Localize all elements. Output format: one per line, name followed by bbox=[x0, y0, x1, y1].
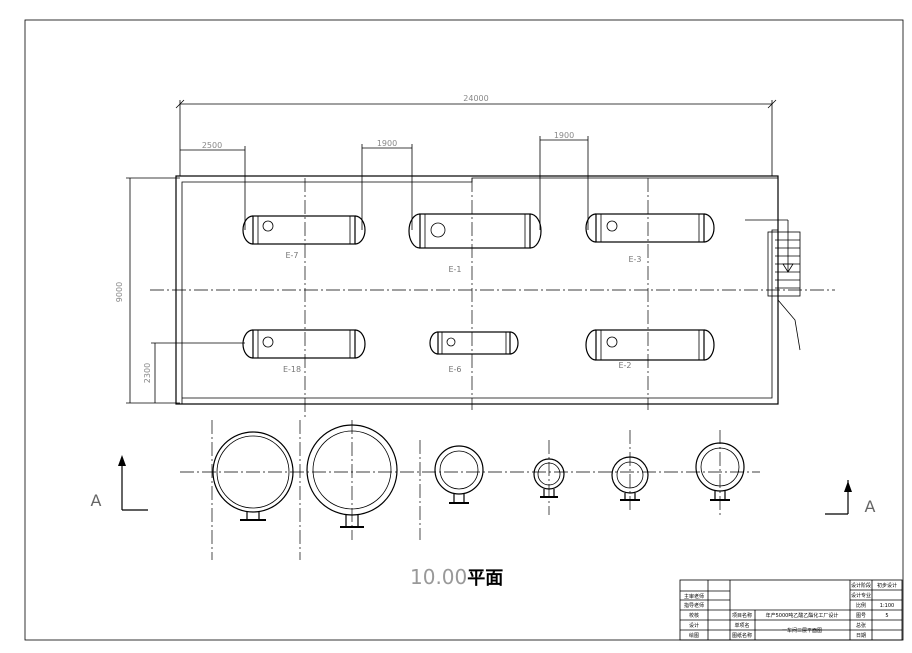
center-lines bbox=[150, 178, 835, 420]
tb-drawing-no-label: 图号 bbox=[856, 613, 866, 619]
label-e3: E-3 bbox=[628, 255, 641, 264]
tb-design-stage: 初步设计 bbox=[877, 582, 897, 589]
stair bbox=[745, 219, 801, 351]
tb-drawing-name-label: 图纸名称 bbox=[732, 632, 752, 639]
exchanger-e1: E-1 bbox=[408, 213, 542, 274]
tb-project-name: 年产5000吨乙酸乙酯化工厂设计 bbox=[766, 612, 839, 619]
section-mark-left: A bbox=[91, 455, 148, 511]
label-e2: E-2 bbox=[618, 361, 631, 370]
label-e18: E-18 bbox=[283, 365, 301, 374]
tb-unit-label: 单项名 bbox=[734, 622, 749, 629]
section-vessel-2 bbox=[306, 420, 398, 540]
plan-title-number: 10.00 bbox=[410, 565, 467, 589]
exchanger-e7: E-7 bbox=[242, 215, 366, 260]
section-vessel-5 bbox=[611, 430, 649, 510]
tb-project-name-label: 项目名称 bbox=[732, 612, 752, 619]
tb-designer: 设计 bbox=[689, 622, 699, 629]
section-mark-right: A bbox=[825, 480, 876, 516]
tb-chief-teacher: 主审老师 bbox=[684, 593, 704, 600]
section-vessel-3 bbox=[419, 440, 484, 540]
plan-title: 10.00平面 bbox=[410, 565, 503, 589]
dim-gap-2: 1900 bbox=[554, 131, 574, 140]
tb-scale: 1:100 bbox=[880, 603, 894, 609]
dim-overall-width: 9000 bbox=[115, 282, 124, 302]
overall-dimension: 24000 bbox=[175, 94, 777, 176]
gap-dimension-2: 1900 bbox=[539, 131, 589, 230]
floor-outline bbox=[175, 175, 779, 410]
tb-design-stage-label: 设计阶段 bbox=[851, 582, 871, 589]
exchanger-e2: E-2 bbox=[585, 329, 715, 370]
section-vessel-4 bbox=[533, 440, 565, 515]
section-letter-right: A bbox=[865, 497, 876, 516]
dim-bottom-offset: 2300 bbox=[143, 363, 152, 383]
tb-design-major-label: 设计专业 bbox=[851, 592, 871, 599]
dim-left-offset: 2500 bbox=[202, 141, 222, 150]
section-vessel-1 bbox=[211, 420, 301, 560]
exchanger-e3: E-3 bbox=[585, 213, 715, 264]
tb-drafter: 绘图 bbox=[689, 632, 699, 639]
left-offset-dimension: 2500 bbox=[180, 141, 246, 230]
dim-gap-1: 1900 bbox=[377, 139, 397, 148]
title-block: 主审老师 指导老师 校核 设计 绘图 项目名称 年产5000吨乙酸乙酯化工厂设计… bbox=[679, 579, 903, 641]
tb-sheet-label: 总张 bbox=[856, 622, 866, 629]
tb-checker: 校核 bbox=[689, 612, 699, 619]
section-vessel-6 bbox=[695, 430, 745, 515]
sheet-border bbox=[24, 19, 904, 641]
tb-date-label: 日期 bbox=[856, 633, 866, 639]
exchanger-e18: E-18 bbox=[242, 329, 366, 374]
tb-drawing-name: 一车间三层平面图 bbox=[782, 627, 822, 634]
width-dimension: 9000 2300 bbox=[115, 177, 245, 404]
tb-drawing-no: 5 bbox=[885, 613, 888, 619]
gap-dimension-1: 1900 bbox=[361, 139, 413, 230]
plan-title-text: 平面 bbox=[467, 568, 503, 589]
tb-advisor: 指导老师 bbox=[684, 602, 704, 609]
label-e1: E-1 bbox=[448, 265, 461, 274]
label-e6: E-6 bbox=[448, 365, 461, 374]
tb-scale-label: 比例 bbox=[856, 602, 866, 609]
label-e7: E-7 bbox=[285, 251, 298, 260]
dim-overall-length: 24000 bbox=[463, 94, 488, 103]
section-letter-left: A bbox=[91, 491, 102, 510]
exchanger-e6: E-6 bbox=[429, 331, 519, 374]
